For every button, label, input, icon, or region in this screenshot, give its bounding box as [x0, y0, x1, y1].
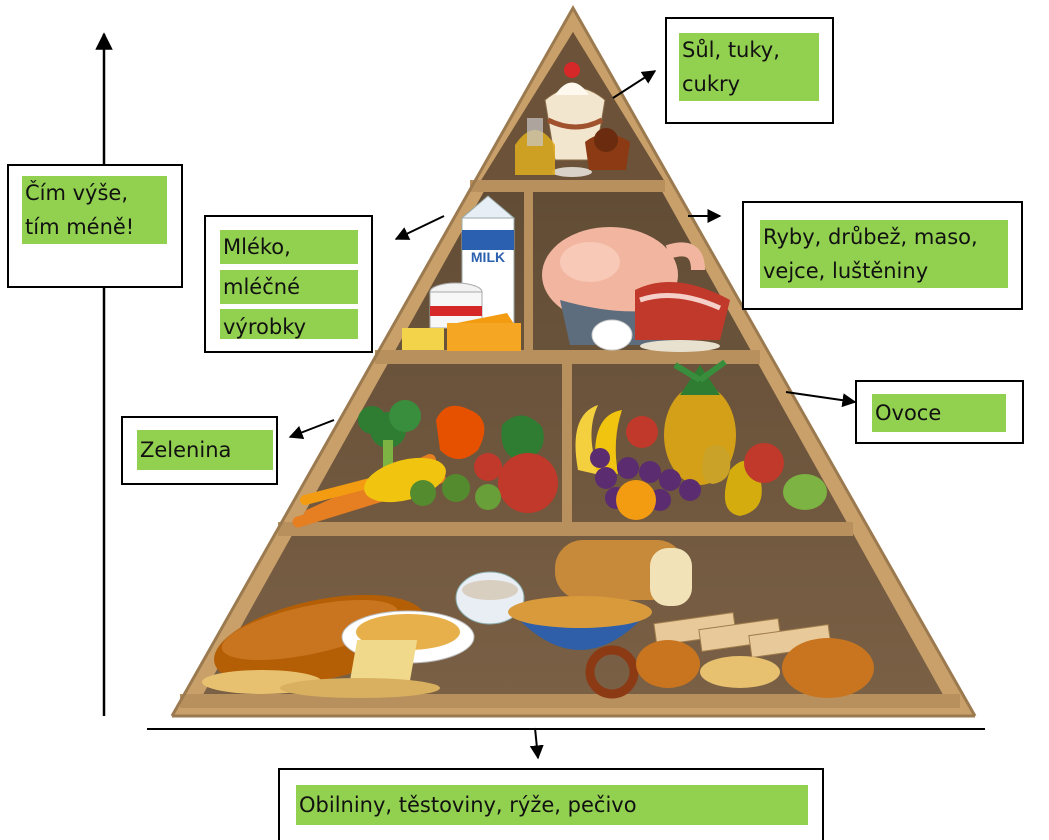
label-mleko-line-1: Mléko, [220, 230, 358, 264]
label-mleko-line-2: mléčné [220, 270, 358, 304]
label-box-obilniny: Obilniny, těstoviny, rýže, pečivo [278, 768, 824, 840]
arrow-to-mleko [394, 215, 445, 240]
arrow-to-obilniny [529, 727, 544, 760]
vegetable-shelf-foods [292, 400, 558, 528]
dairy-shelf-foods: MILK [402, 195, 521, 351]
label-sul-line-1: Sůl, tuky, [679, 33, 819, 67]
arrow-to-sul [612, 70, 657, 99]
protein-shelf-foods [542, 227, 730, 352]
arrow-to-ovoce [785, 391, 857, 408]
label-ryby-line-1: Ryby, drůbež, maso, [760, 220, 1008, 254]
label-mleko-line-3: výrobky [220, 309, 358, 339]
label-ovoce: Ovoce [872, 394, 1006, 432]
label-obilniny: Obilniny, těstoviny, rýže, pečivo [296, 785, 808, 825]
label-cim-vyse-line-1: Čím výše, [22, 176, 167, 210]
label-box-ovoce: Ovoce [855, 380, 1024, 444]
fruit-shelf-foods [575, 359, 827, 520]
label-box-sul: Sůl, tuky, cukry [665, 17, 834, 124]
label-box-mleko: Mléko, mléčné výrobky [204, 215, 373, 353]
label-box-cim-vyse: Čím výše, tím méně! [7, 164, 183, 288]
grain-shelf-foods [202, 540, 874, 699]
label-ryby-line-2: vejce, luštěniny [760, 254, 1008, 288]
arrow-to-zelenina [288, 419, 335, 439]
label-cim-vyse-line-2: tím méně! [22, 210, 167, 244]
label-sul-line-2: cukry [679, 67, 819, 101]
milk-carton-label: MILK [471, 249, 505, 265]
top-shelf-foods [515, 62, 630, 177]
label-zelenina: Zelenina [137, 430, 273, 470]
label-box-zelenina: Zelenina [121, 416, 278, 485]
label-box-ryby: Ryby, drůbež, maso, vejce, luštěniny [742, 201, 1023, 310]
